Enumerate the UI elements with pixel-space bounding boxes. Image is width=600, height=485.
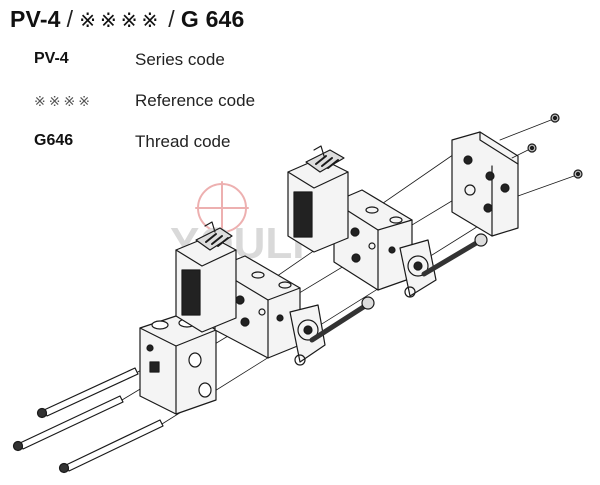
legend-description: Thread code xyxy=(135,132,231,151)
end-plate xyxy=(451,131,519,237)
legend-code: PV-4 xyxy=(34,50,69,67)
title-separator: / xyxy=(168,6,175,32)
nut xyxy=(573,169,583,179)
nut-guide-lines xyxy=(499,119,575,197)
solenoid-actuator-1 xyxy=(175,221,237,333)
title-thread-code: G 646 xyxy=(180,6,245,32)
nut xyxy=(527,143,537,153)
inlet-end-block xyxy=(139,311,217,415)
tie-rod xyxy=(36,367,139,419)
lever-handle-1 xyxy=(289,296,375,366)
tie-rod xyxy=(58,419,164,474)
title-separator: / xyxy=(66,6,74,32)
title-series-code: PV-4 xyxy=(10,6,61,32)
part-code-title: PV-4/※※※※/G 646 xyxy=(10,6,245,33)
title-reference-code: ※※※※ xyxy=(79,10,163,32)
solenoid-actuator-2 xyxy=(287,145,349,253)
nut xyxy=(550,113,560,123)
tie-rod xyxy=(12,395,124,452)
legend-code: ※※※※ xyxy=(34,93,93,109)
valve-section-2 xyxy=(333,189,413,291)
legend-description: Series code xyxy=(135,50,225,69)
legend-description: Reference code xyxy=(135,91,256,110)
legend-code: G646 xyxy=(34,132,74,149)
lever-handle-2 xyxy=(399,233,488,298)
